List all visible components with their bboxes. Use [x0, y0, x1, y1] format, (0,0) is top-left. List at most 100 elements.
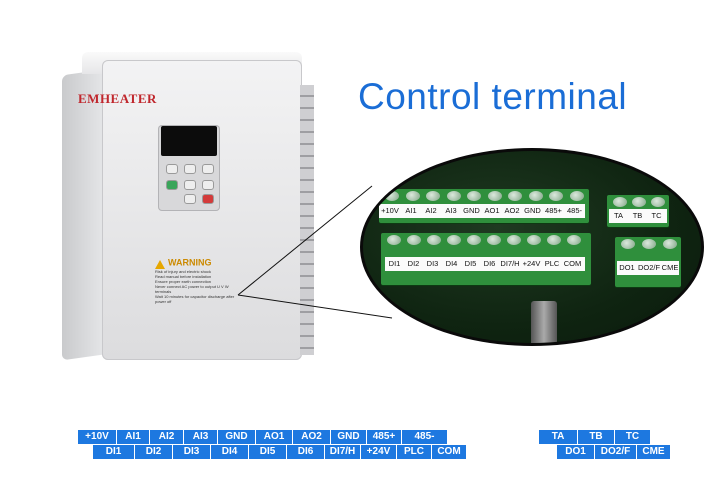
terminal-label: GND [463, 206, 480, 215]
terminal-screw [446, 191, 461, 201]
terminal-label: DI4 [445, 259, 458, 268]
terminal-screw [642, 239, 656, 249]
keypad-up-button [184, 180, 196, 190]
terminal-screw [387, 235, 401, 245]
terminal-screw [487, 191, 502, 201]
terminal-label: DI1 [388, 259, 401, 268]
terminal-label: DI7/H [500, 259, 520, 268]
legend-terminal-label: PLC [396, 445, 431, 459]
legend-terminal-label: AO2 [292, 430, 330, 444]
legend-terminal-label: AI3 [183, 430, 217, 444]
terminal-screw [405, 191, 420, 201]
legend-terminal-label: DI5 [248, 445, 286, 459]
terminal-screw [663, 239, 677, 249]
terminal-screw [427, 235, 441, 245]
legend-terminal-label: DI4 [210, 445, 248, 459]
warning-line: Wait 10 minutes for capacitor discharge … [155, 294, 235, 304]
terminal-label: DO2/F [637, 263, 661, 272]
terminal-screw [621, 239, 635, 249]
standoff-post [531, 301, 557, 343]
terminal-screw [528, 191, 543, 201]
legend-terminal-label: +10V [85, 431, 109, 442]
terminal-label: +24V [522, 259, 541, 268]
keypad-run-button [166, 180, 178, 190]
legend-terminal-label: AI1 [116, 430, 149, 444]
keypad-shift-button [202, 180, 214, 190]
keypad-stop-button [202, 194, 214, 204]
legend-terminal-label: TA [551, 431, 565, 442]
terminal-label: AI2 [425, 206, 437, 215]
legend-terminal-label: DI3 [172, 445, 210, 459]
warning-line: Read manual before installation [155, 274, 212, 279]
terminal-screw [507, 235, 521, 245]
terminal-screw [549, 191, 563, 201]
keypad-button-jog [202, 164, 214, 174]
legend-terminal-label: DO2/F [594, 445, 636, 459]
terminal-screw [426, 191, 440, 201]
terminal-label: PLC [544, 259, 560, 268]
legend-terminal-label: COM [431, 445, 466, 459]
legend-terminal-label: DI1 [105, 446, 122, 457]
terminal-label: COM [563, 259, 582, 268]
legend-terminal-label: CME [636, 445, 670, 459]
terminal-label: DO1 [619, 263, 635, 272]
terminal-label: GND [524, 206, 541, 215]
warning-line: Ensure proper earth connection [155, 279, 212, 284]
legend-terminal-label: GND [217, 430, 255, 444]
terminal-label: TB [632, 211, 643, 220]
page-title: Control terminal [358, 76, 628, 117]
terminal-label: +10V [381, 206, 399, 215]
legend-terminal-label: 485- [401, 430, 447, 444]
terminal-screw [569, 191, 584, 201]
keypad-button-enter [184, 164, 196, 174]
warning-line: Risk of injury and electric shock [155, 269, 212, 274]
terminal-screw [467, 235, 481, 245]
terminal-label: AO1 [484, 206, 500, 215]
terminal-screw [632, 197, 646, 207]
keypad-display [161, 126, 217, 156]
terminal-screw [447, 235, 461, 245]
legend-terminal-label: DI6 [286, 445, 324, 459]
terminal-label: AI3 [445, 206, 457, 215]
terminal-screw [613, 197, 627, 207]
terminal-label: DI5 [464, 259, 477, 268]
legend-terminal-label: TC [614, 430, 650, 444]
terminal-label: TC [651, 211, 662, 220]
legend-terminal-label: DO1 [565, 446, 586, 457]
relay-upper-strip: TA TB TC [609, 209, 667, 223]
warning-triangle-icon [155, 260, 165, 269]
legend-terminal-label: TB [577, 430, 614, 444]
legend-terminal-label: 485+ [366, 430, 401, 444]
terminal-label: TA [613, 211, 624, 220]
terminal-screw [385, 191, 399, 201]
terminal-screw [467, 191, 481, 201]
warning-label: WARNING Risk of injury and electric shoc… [155, 258, 235, 340]
keypad-down-button [184, 194, 196, 204]
terminal-label: DI6 [483, 259, 496, 268]
brand-logo: EMHEATER [78, 91, 157, 106]
terminal-label: AI1 [405, 206, 417, 215]
legend-terminal-label: DI2 [134, 445, 172, 459]
legend-terminal-label: GND [330, 430, 366, 444]
legend-terminal-label: AO1 [255, 430, 292, 444]
terminal-label: DI3 [426, 259, 439, 268]
terminal-label: CME [661, 263, 679, 272]
keypad-button-prg [166, 164, 178, 174]
terminal-label: 485+ [545, 206, 562, 215]
legend-terminal-label: AI2 [149, 430, 183, 444]
heatsink-fins [300, 85, 314, 355]
terminal-screw [547, 235, 561, 245]
warning-line: Never connect AC power to output U V W t… [155, 284, 229, 294]
terminal-screw [407, 235, 421, 245]
terminal-screw [651, 197, 665, 207]
terminal-label: 485- [566, 206, 582, 215]
